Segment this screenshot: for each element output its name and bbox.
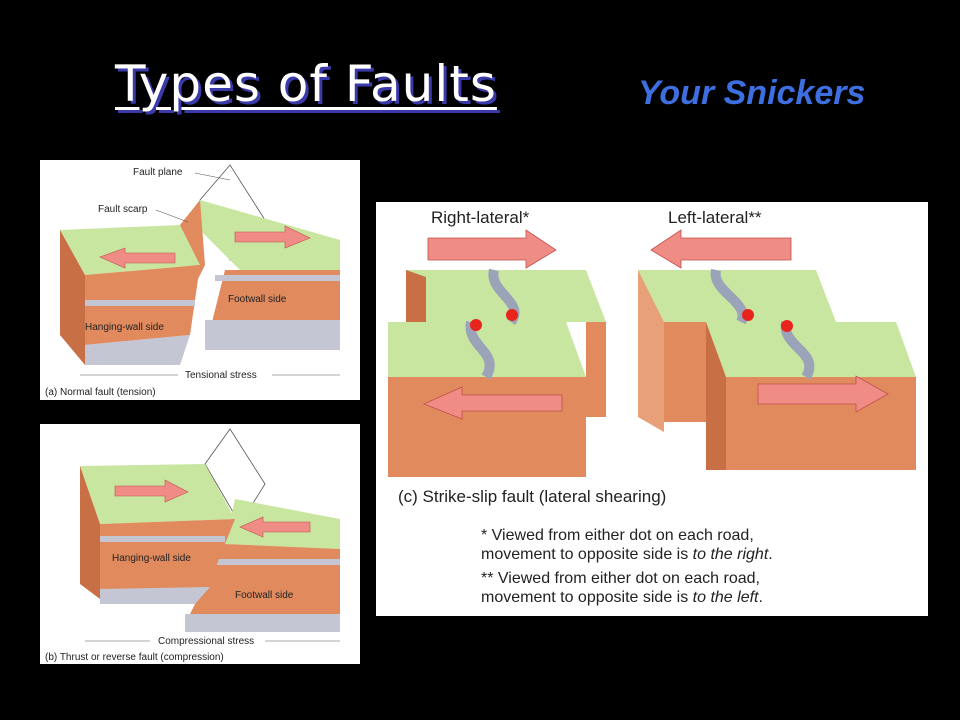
right-arrow-icon xyxy=(114,479,189,503)
left-arrow-icon xyxy=(422,386,563,420)
slide-subtitle: Your Snickers xyxy=(638,74,866,112)
reference-dot xyxy=(470,319,482,331)
hanging-wall-side xyxy=(60,230,85,365)
right-arrow-icon xyxy=(427,229,557,269)
strike-slip-diagram: Right-lateral* Left-lateral** (c) Stri xyxy=(388,208,916,606)
note-left-line1: ** Viewed from either dot on each road, xyxy=(481,570,760,587)
footwall-base xyxy=(205,320,340,350)
normal-fault-caption: (a) Normal fault (tension) xyxy=(45,387,156,398)
tensional-stress-label: Tensional stress xyxy=(185,370,257,381)
left-arrow-icon xyxy=(239,516,311,538)
fault-scarp-label: Fault scarp xyxy=(98,204,148,215)
slide-title: Types of Faults xyxy=(115,55,497,113)
normal-fault-diagram: Fault plane Fault scarp Footwall side Ha… xyxy=(45,164,340,398)
front-block-side xyxy=(706,322,726,470)
right-arrow-icon xyxy=(757,375,889,413)
left-lateral-label: Left-lateral** xyxy=(668,208,762,227)
hanging-wall-base xyxy=(85,335,190,365)
note-left-line2: movement to opposite side is to the left… xyxy=(481,589,763,606)
front-block-front xyxy=(388,377,586,477)
footwall-layer xyxy=(215,559,340,565)
back-block-front xyxy=(664,322,706,422)
reference-dot xyxy=(506,309,518,321)
note-right-line1: * Viewed from either dot on each road, xyxy=(481,527,754,544)
thrust-fault-caption: (b) Thrust or reverse fault (compression… xyxy=(45,652,224,663)
road xyxy=(465,321,495,380)
left-arrow-icon xyxy=(99,247,176,269)
strike-slip-caption: (c) Strike-slip fault (lateral shearing) xyxy=(398,487,666,506)
back-block-side xyxy=(406,270,426,327)
hanging-wall-layer xyxy=(85,300,195,306)
compressional-stress-label: Compressional stress xyxy=(158,636,254,647)
thrust-fault-diagram: Hanging-wall side Footwall side Compress… xyxy=(45,428,340,663)
footwall-label: Footwall side xyxy=(235,590,294,601)
hanging-wall-side xyxy=(80,466,100,599)
reference-dot xyxy=(781,320,793,332)
right-lateral-label: Right-lateral* xyxy=(431,208,530,227)
right-arrow-icon xyxy=(234,225,311,249)
hanging-wall-label: Hanging-wall side xyxy=(85,322,164,333)
fault-plane-label: Fault plane xyxy=(133,167,183,178)
normal-fault-panel: Fault plane Fault scarp Footwall side Ha… xyxy=(40,160,360,400)
front-block-top xyxy=(706,322,916,377)
left-arrow-icon xyxy=(650,229,792,269)
reference-dot xyxy=(742,309,754,321)
thrust-fault-panel: Hanging-wall side Footwall side Compress… xyxy=(40,424,360,664)
hanging-wall-label: Hanging-wall side xyxy=(112,553,191,564)
back-block-front xyxy=(586,322,606,417)
back-block-side xyxy=(638,270,664,432)
hanging-wall-layer xyxy=(100,536,225,542)
footwall-label: Footwall side xyxy=(228,294,287,305)
footwall-layer xyxy=(215,275,340,281)
fault-plane-outline xyxy=(204,428,266,525)
note-right-line2: movement to opposite side is to the righ… xyxy=(481,546,773,563)
back-block-top xyxy=(638,270,836,322)
footwall-base xyxy=(185,614,340,632)
hanging-wall-base xyxy=(100,587,210,604)
strike-slip-panel: Right-lateral* Left-lateral** (c) Stri xyxy=(376,202,928,616)
